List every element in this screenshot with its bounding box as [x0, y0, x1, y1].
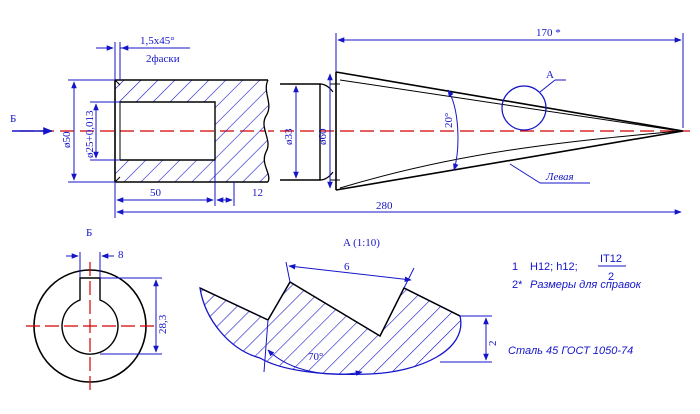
note1-number: 1: [512, 261, 518, 273]
detail-callout-circle: [501, 85, 547, 131]
detail-callout-label: A: [546, 69, 554, 81]
dia-33: ø33: [283, 128, 295, 145]
dim-12: 12: [252, 187, 263, 199]
dim-280: 280: [376, 200, 393, 212]
section-view: Б 8 28,3: [26, 227, 169, 392]
chamfer-label: 1,5x45°: [140, 35, 175, 47]
section-title: Б: [86, 227, 92, 239]
dia-50: ø50: [61, 131, 73, 148]
detail-view: A (1:10) 6 2 70°: [199, 237, 499, 376]
note1-text: H12; h12;: [530, 261, 578, 273]
cylinder-section: [114, 79, 270, 183]
main-view: Б 1,5x45° 2фаски 170 * 280 50 12 ø50 ø25…: [10, 27, 690, 218]
angle-20: 20°: [443, 113, 455, 128]
view-arrow-label: Б: [10, 113, 16, 125]
material-spec: Сталь 45 ГОСТ 1050-74: [508, 345, 633, 357]
detail-angle-70: 70°: [308, 351, 323, 363]
note1-fraction-bottom: 2: [608, 271, 614, 283]
thread-direction-label: Левая: [545, 171, 574, 183]
dim-170: 170 *: [536, 27, 561, 39]
dia-25: ø25+0,013: [84, 110, 96, 158]
chamfer-note: 2фаски: [146, 53, 180, 65]
section-dim-8: 8: [118, 249, 124, 261]
main-dimensions: [68, 33, 684, 218]
note2-number: 2*: [512, 279, 523, 291]
detail-hatched-profile: [199, 281, 462, 375]
dia-60: ø60: [317, 128, 329, 145]
detail-title: A (1:10): [343, 237, 380, 249]
detail-dim-2: 2: [487, 341, 499, 347]
dim-50: 50: [150, 187, 162, 199]
notes: 1 H12; h12; IT12 2 2* Размеры для справо…: [508, 253, 642, 357]
section-keyway: [61, 277, 119, 355]
section-dim-28-3: 28,3: [157, 314, 169, 334]
detail-dim-6: 6: [344, 261, 350, 273]
note2-text: Размеры для справок: [530, 279, 642, 291]
note1-fraction-top: IT12: [600, 253, 622, 265]
